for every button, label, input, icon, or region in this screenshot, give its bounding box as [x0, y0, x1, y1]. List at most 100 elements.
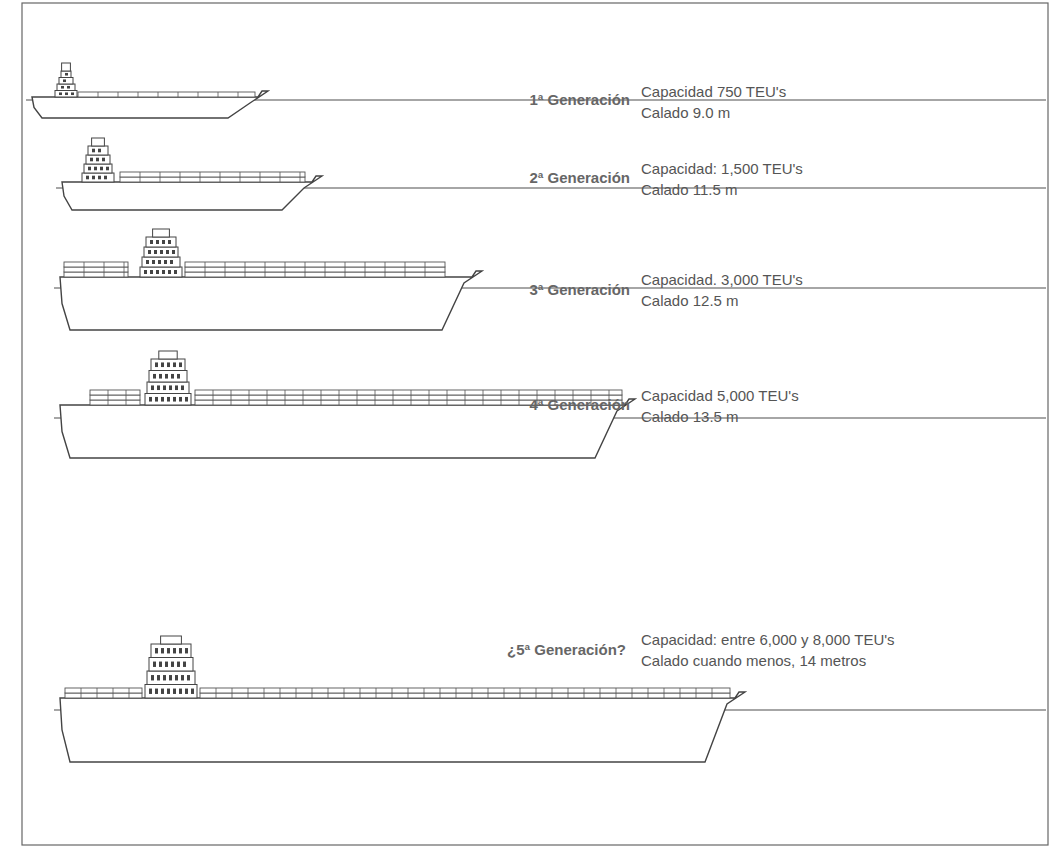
window [149, 397, 152, 402]
container-divider [488, 693, 489, 698]
container-divider [591, 390, 592, 395]
container-row [185, 262, 445, 267]
window [187, 675, 190, 680]
container-divider [537, 390, 538, 395]
container-divider [365, 267, 366, 272]
container-divider [501, 395, 502, 400]
container-divider [519, 400, 520, 405]
container-divider [328, 688, 329, 693]
container-divider [267, 390, 268, 395]
window [172, 250, 175, 254]
window [171, 662, 174, 667]
container-divider [104, 272, 105, 277]
window [157, 675, 160, 680]
container-divider [345, 267, 346, 272]
window [168, 240, 171, 244]
container-divider [124, 272, 125, 277]
container-divider [405, 267, 406, 272]
window [61, 86, 64, 89]
container-divider [232, 693, 233, 698]
container-divider [260, 172, 261, 177]
container-divider [249, 395, 250, 400]
container-divider [616, 693, 617, 698]
container-divider [429, 400, 430, 405]
container-divider [456, 688, 457, 693]
window [162, 270, 165, 274]
bridge-deck [144, 247, 178, 257]
container-ship [54, 636, 1046, 762]
container-row [185, 272, 445, 277]
container-divider [225, 272, 226, 277]
generation-label: 3ª Generación [529, 281, 630, 299]
container-divider [138, 92, 139, 97]
window [185, 648, 188, 653]
container-divider [280, 177, 281, 182]
container-divider [300, 177, 301, 182]
container-divider [84, 262, 85, 267]
container-divider [465, 395, 466, 400]
generation-label: 2ª Generación [529, 169, 630, 187]
container-divider [425, 267, 426, 272]
container-divider [216, 693, 217, 698]
window [151, 385, 154, 390]
container-divider [249, 390, 250, 395]
container-divider [411, 390, 412, 395]
window [173, 362, 176, 367]
container-divider [447, 400, 448, 405]
container-divider [108, 395, 109, 400]
funnel [153, 229, 170, 237]
container-divider [245, 262, 246, 267]
container-divider [375, 395, 376, 400]
generation-label: 4ª Generación [529, 396, 630, 414]
container-divider [392, 693, 393, 698]
container-divider [198, 92, 199, 97]
window [98, 149, 101, 153]
spec-label: Calado 9.0 m [641, 104, 730, 122]
container-divider [600, 688, 601, 693]
container-divider [440, 693, 441, 698]
container-divider [260, 177, 261, 182]
container-divider [303, 395, 304, 400]
window [104, 176, 107, 180]
window [179, 362, 182, 367]
container-divider [696, 688, 697, 693]
container-divider [483, 395, 484, 400]
container-divider [213, 400, 214, 405]
container-divider [231, 390, 232, 395]
container-divider [216, 688, 217, 693]
container-divider [552, 693, 553, 698]
container-divider [124, 267, 125, 272]
container-divider [424, 688, 425, 693]
container-divider [325, 262, 326, 267]
container-row [195, 390, 622, 395]
spec-label: Capacidad. 3,000 TEU's [641, 271, 803, 289]
window [179, 397, 182, 402]
container-divider [375, 400, 376, 405]
window [183, 662, 186, 667]
window [162, 240, 165, 244]
container-divider [536, 688, 537, 693]
bridge-deck [59, 78, 73, 85]
container-divider [84, 272, 85, 277]
window [160, 250, 163, 254]
container-divider [429, 395, 430, 400]
container-divider [385, 272, 386, 277]
container-divider [411, 400, 412, 405]
container-divider [312, 688, 313, 693]
container-divider [232, 688, 233, 693]
container-row [200, 688, 730, 693]
window [181, 675, 184, 680]
window [156, 240, 159, 244]
container-divider [360, 693, 361, 698]
container-ship [56, 138, 1046, 210]
window [159, 374, 162, 379]
container-divider [520, 693, 521, 698]
container-divider [456, 693, 457, 698]
window [153, 374, 156, 379]
container-divider [140, 177, 141, 182]
window [155, 397, 158, 402]
spec-label: Capacidad: 1,500 TEU's [641, 160, 803, 178]
bridge-deck [142, 257, 180, 267]
container-divider [465, 390, 466, 395]
